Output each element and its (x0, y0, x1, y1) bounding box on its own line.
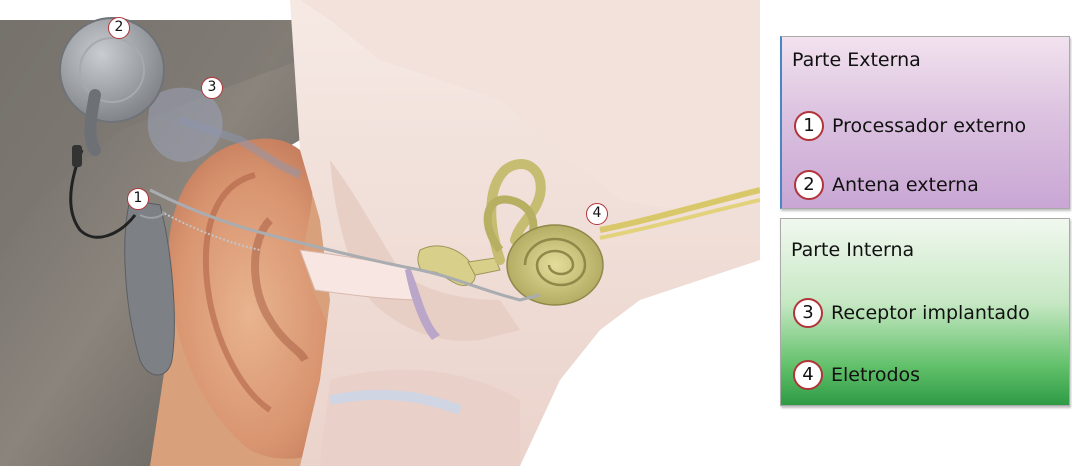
legend-item-external-processor: 1 Processador externo (794, 111, 1026, 141)
cochlear-implant-illustration (0, 0, 760, 466)
legend-internal-parts: Parte Interna 3 Receptor implantado 4 El… (780, 218, 1070, 406)
legend-item-label: Processador externo (832, 115, 1026, 137)
marker-2: 2 (108, 17, 130, 39)
cochlea (507, 225, 603, 305)
legend-item-electrodes: 4 Eletrodos (793, 360, 920, 390)
legend-item-label: Receptor implantado (831, 302, 1030, 324)
legend-item-label: Eletrodos (831, 364, 920, 386)
legend-item-label: Antena externa (832, 174, 979, 196)
legend-number-badge: 2 (794, 170, 824, 200)
legend-number-badge: 3 (793, 298, 823, 328)
legend-external-parts: Parte Externa 1 Processador externo 2 An… (780, 36, 1070, 209)
legend-item-external-antenna: 2 Antena externa (794, 170, 979, 200)
legend-internal-title: Parte Interna (791, 239, 914, 261)
marker-3: 3 (201, 77, 223, 99)
marker-1: 1 (127, 188, 149, 210)
legend-item-implanted-receiver: 3 Receptor implantado (793, 298, 1030, 328)
legend-external-title: Parte Externa (792, 49, 921, 71)
legend-number-badge: 1 (794, 111, 824, 141)
legend-number-badge: 4 (793, 360, 823, 390)
marker-4: 4 (586, 203, 608, 225)
